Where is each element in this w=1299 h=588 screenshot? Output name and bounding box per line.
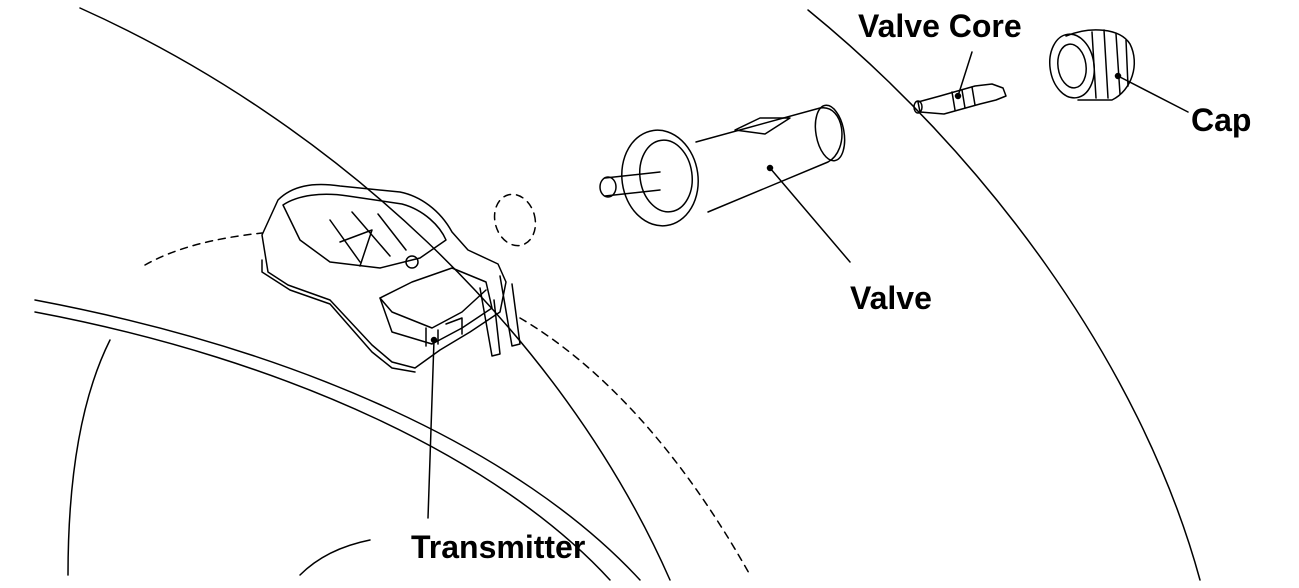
valve-hole-outline [493, 193, 537, 247]
leader-cap [1117, 75, 1189, 113]
label-valve: Valve [850, 280, 932, 316]
valve-core-part [913, 83, 1007, 115]
cap-shell [1065, 29, 1135, 101]
cap-rim [1049, 33, 1095, 99]
transmitter-front-top [379, 289, 487, 329]
rim-outer-arc [807, 9, 1201, 581]
rim-spoke-arc [67, 339, 111, 576]
transmitter-housing [261, 183, 507, 369]
leader-cap-dot [1114, 72, 1122, 80]
valve-pin-tip [599, 176, 617, 198]
valve-flange [621, 129, 699, 227]
leader-transmitter [427, 339, 435, 519]
transmitter-front-block [379, 267, 493, 345]
rim-hub-arc [299, 539, 371, 576]
leader-valve-core [957, 51, 973, 97]
transmitter-clip-left [479, 287, 501, 357]
label-cap: Cap [1191, 102, 1252, 138]
valve-core-body [917, 83, 1007, 115]
rim-lower-arc-2 [34, 311, 611, 581]
valve-core-threads [951, 86, 976, 111]
valve-body [599, 104, 846, 227]
valve-stem-groove [734, 117, 791, 135]
valve-stem-tube [695, 107, 843, 213]
leader-transmitter-dot [430, 336, 438, 344]
valve-stem-end [814, 104, 846, 162]
transmitter-notch [425, 317, 463, 347]
leader-valve-core-dot [954, 92, 962, 100]
cap-part [1049, 29, 1135, 101]
label-transmitter: Transmitter [411, 529, 586, 565]
dashed-arc-left [144, 232, 263, 266]
transmitter-base-plate [261, 259, 416, 373]
dashed-arc-right [519, 317, 751, 576]
transmitter-rib-4 [339, 229, 373, 267]
transmitter-clip-right [499, 275, 521, 347]
transmitter-rib-3 [377, 213, 407, 251]
leader-valve [769, 167, 851, 263]
wheel-rim-lines [34, 7, 1201, 581]
valve-core-tip [913, 100, 923, 114]
rim-lower-arc-1 [34, 299, 641, 581]
valve-threaded-pin [604, 171, 661, 197]
transmitter-pin [405, 255, 419, 269]
cap-opening [1057, 43, 1087, 89]
transmitter-rib-1 [329, 219, 361, 263]
transmitter-top-face [282, 193, 447, 269]
cap-knurl [1091, 29, 1129, 99]
transmitter-body [261, 183, 521, 373]
rim-inner-arc [79, 7, 671, 581]
valve-flange-inner [639, 139, 693, 213]
leader-valve-dot [766, 164, 774, 172]
leader-lines [427, 51, 1189, 519]
label-valve-core: Valve Core [858, 8, 1022, 44]
dashed-guide-lines [144, 193, 751, 576]
